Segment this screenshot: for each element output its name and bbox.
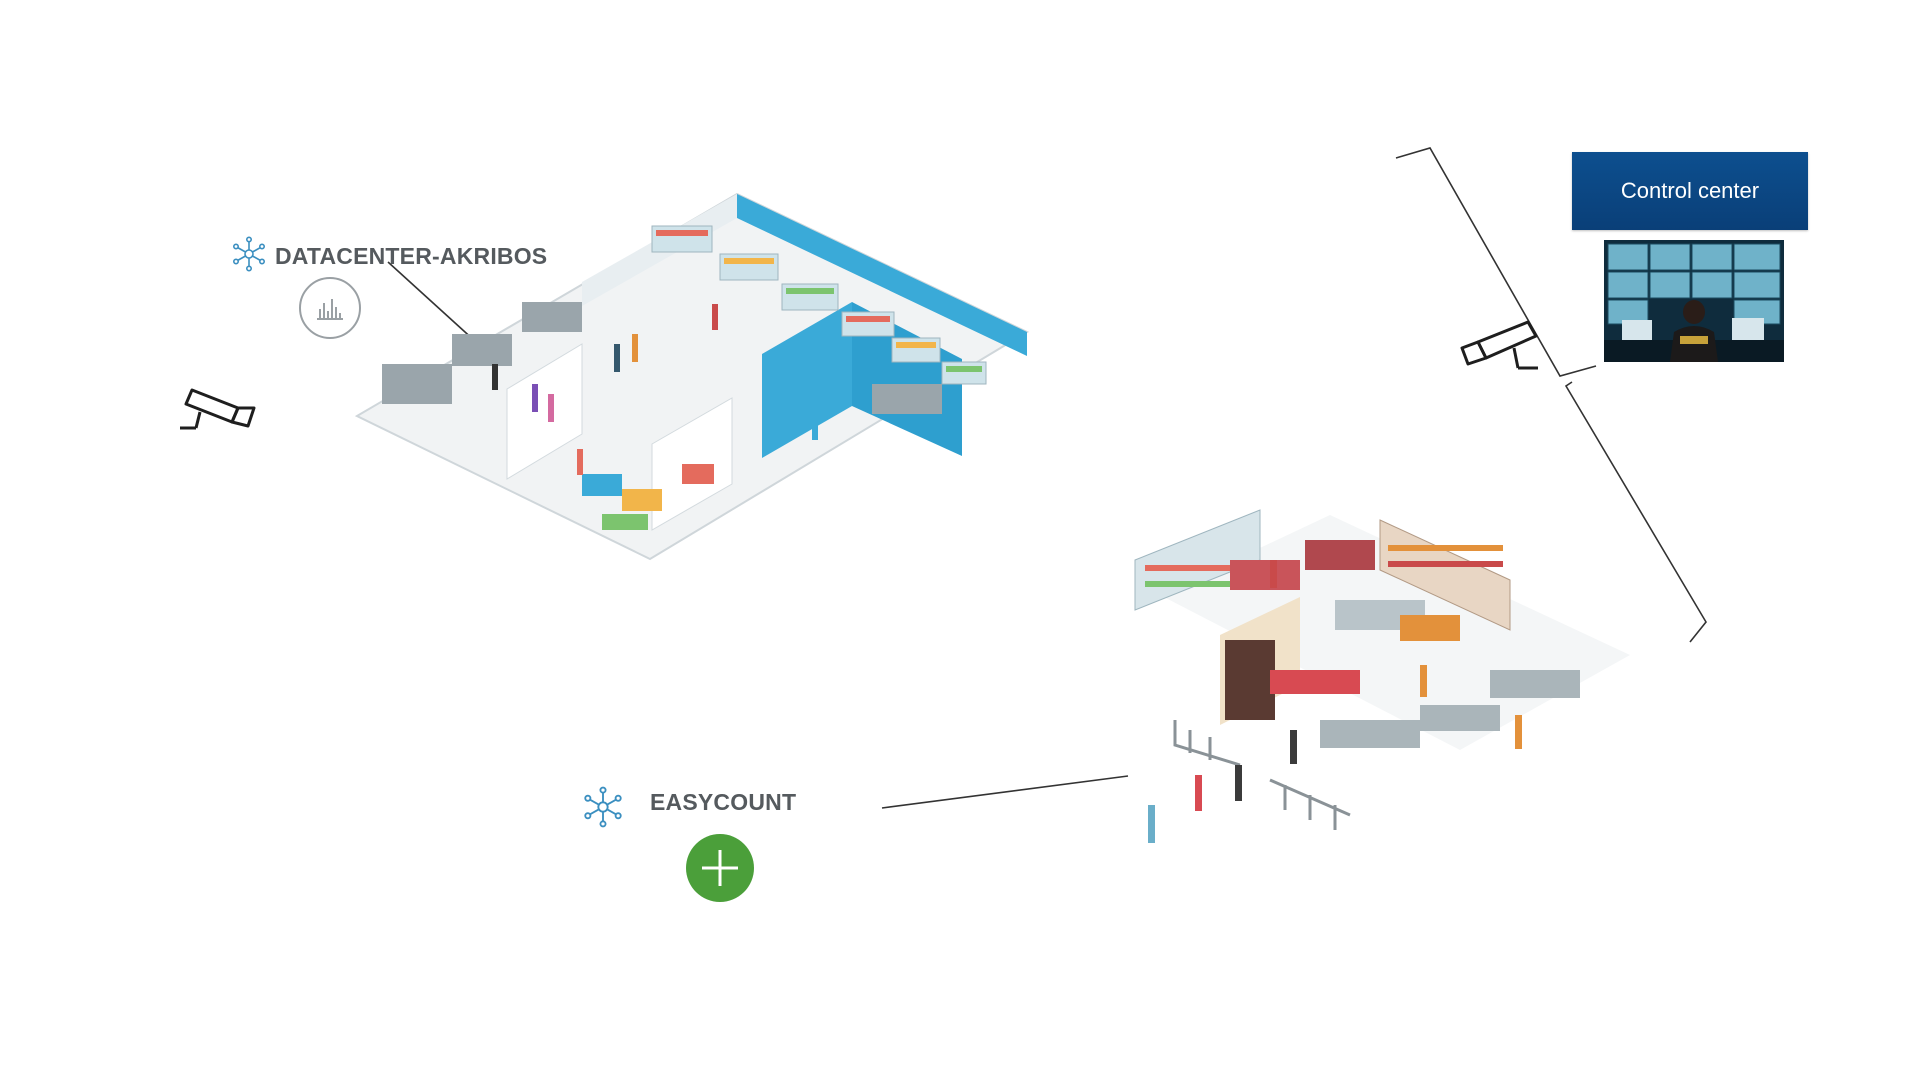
display-tables — [582, 464, 714, 530]
product-dots — [656, 230, 982, 372]
easycount-label: EASYCOUNT — [650, 789, 797, 815]
network-hub-icon — [584, 786, 622, 828]
market-counters — [1230, 540, 1460, 641]
add-button[interactable] — [686, 834, 754, 902]
store-illustration-supermarket — [1134, 509, 1630, 843]
datacenter-label: DATACENTER-AKRIBOS — [275, 243, 548, 269]
video-wall — [1607, 243, 1781, 325]
market-products — [1145, 545, 1503, 587]
market-shoppers — [1148, 560, 1522, 843]
easycount-connector — [881, 775, 1129, 809]
checkout-lanes — [1270, 670, 1580, 748]
store-wall-inner — [762, 302, 852, 458]
store-wall-inner-2 — [852, 302, 962, 456]
security-camera-icon — [180, 388, 256, 430]
queue-barrier — [1173, 720, 1351, 830]
control-center-box[interactable]: Control center — [1572, 152, 1808, 230]
bar-chart-icon[interactable] — [297, 275, 363, 341]
market-fridge — [1225, 640, 1275, 720]
shoppers — [492, 304, 818, 475]
network-hub-icon — [232, 236, 265, 272]
store-wall-back — [737, 194, 1027, 356]
appliance-shelves — [382, 302, 942, 414]
store-illustration-department — [354, 192, 1030, 561]
control-room-photo — [1604, 240, 1784, 362]
security-camera-icon — [1460, 320, 1538, 370]
plus-icon — [702, 850, 738, 886]
operator-desk — [1604, 300, 1784, 362]
store-partition — [506, 343, 583, 480]
